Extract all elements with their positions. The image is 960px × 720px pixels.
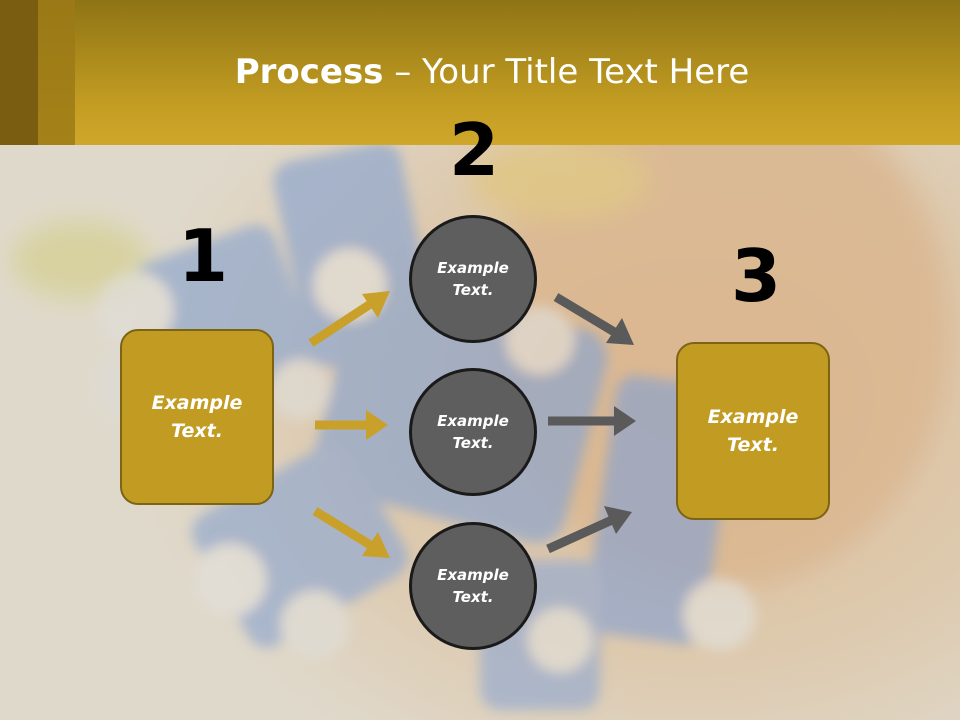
header-accent-strip [0,0,38,145]
arrow-icon [546,506,632,554]
step-number-1: 1 [178,214,229,298]
left-box-text: Example Text. [151,391,243,443]
arrow-icon [315,410,388,440]
arrow-icon [548,406,636,436]
circle-middle[interactable]: Example Text. [409,368,537,496]
circle-top-text: Example Text. [437,258,509,300]
arrow-icon [553,293,634,345]
header-band [0,0,960,145]
left-box[interactable]: Example Text. [120,329,274,505]
right-box-text: Example Text. [707,405,799,457]
step-number-2: 2 [449,108,500,192]
right-box[interactable]: Example Text. [676,342,830,520]
title-bold-part: Process [234,52,384,92]
arrow-icon [308,291,390,347]
header-accent-strip [38,0,75,145]
slide-title[interactable]: Process – Your Title Text Here [0,52,960,92]
arrow-icon [312,507,390,558]
step-number-3: 3 [731,234,782,318]
circle-bottom[interactable]: Example Text. [409,522,537,650]
circle-bottom-text: Example Text. [437,565,509,607]
title-rest-part: – Your Title Text Here [383,52,750,92]
circle-top[interactable]: Example Text. [409,215,537,343]
circle-middle-text: Example Text. [437,411,509,453]
